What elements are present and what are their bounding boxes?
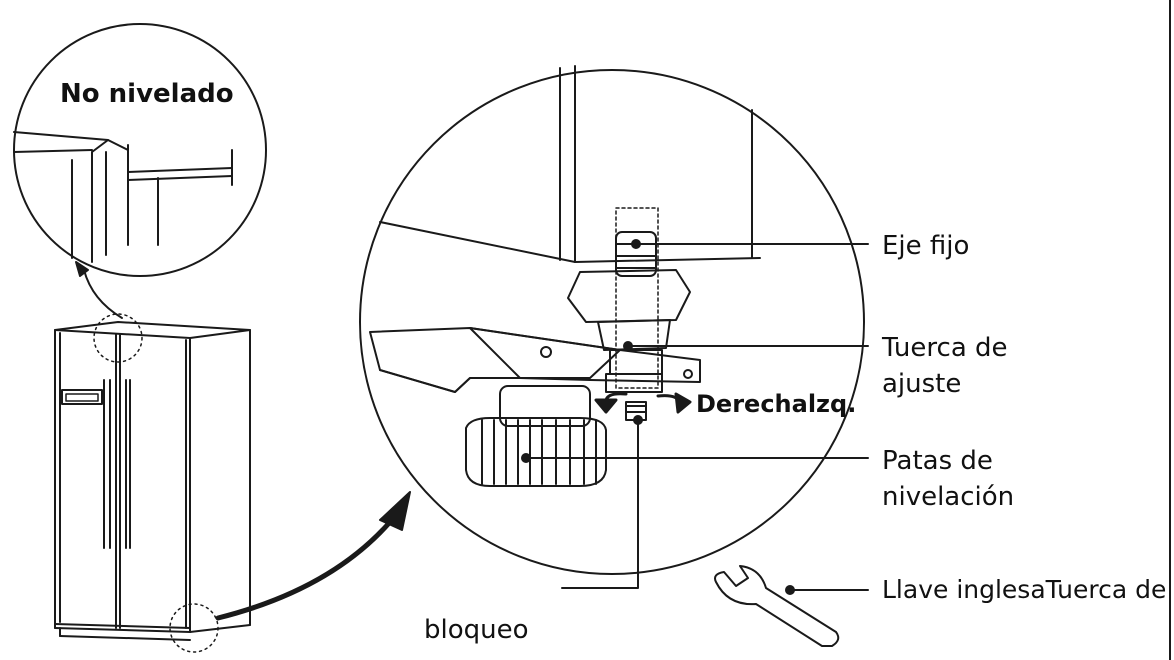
- leader-lock-nut: [561, 419, 639, 589]
- leader-dot-leveling-feet: [521, 453, 531, 463]
- axis-highlight: [615, 207, 659, 389]
- not-level-label: No nivelado: [60, 79, 234, 109]
- arrowhead-bottom: [379, 491, 411, 531]
- leader-dot-lock-nut: [633, 415, 643, 425]
- leader-dot-adjust-nut: [623, 341, 633, 351]
- wrench-label: Llave inglesaTuerca de: [882, 575, 1167, 604]
- leveling-zoom-circle: [359, 69, 865, 575]
- direction-label: Derechalzq.: [696, 390, 857, 418]
- fridge-corner: [379, 65, 761, 263]
- wrench-icon: [714, 565, 840, 647]
- not-level-zoom-circle: [13, 23, 267, 277]
- side-by-side-fridge: [54, 313, 251, 653]
- leveling-bracket: [369, 327, 701, 393]
- fixed-axis-assembly: [567, 231, 691, 421]
- leveling-feet-label: Patas de nivelación: [882, 446, 1015, 512]
- zoom-arrow-bottom: [215, 519, 393, 621]
- fixed-axis-label: Eje fijo: [882, 231, 970, 261]
- rotation-arrows: [594, 392, 692, 414]
- adjust-nut-label: Tuerca de ajuste: [882, 333, 1008, 399]
- leader-dot-wrench: [785, 585, 795, 595]
- leveling-foot: [465, 385, 607, 487]
- arrowhead-top: [75, 261, 89, 277]
- lock-nut-label: bloqueo: [424, 615, 529, 645]
- leader-dot-fixed-axis: [631, 239, 641, 249]
- zoom-arrow-top: [83, 269, 123, 319]
